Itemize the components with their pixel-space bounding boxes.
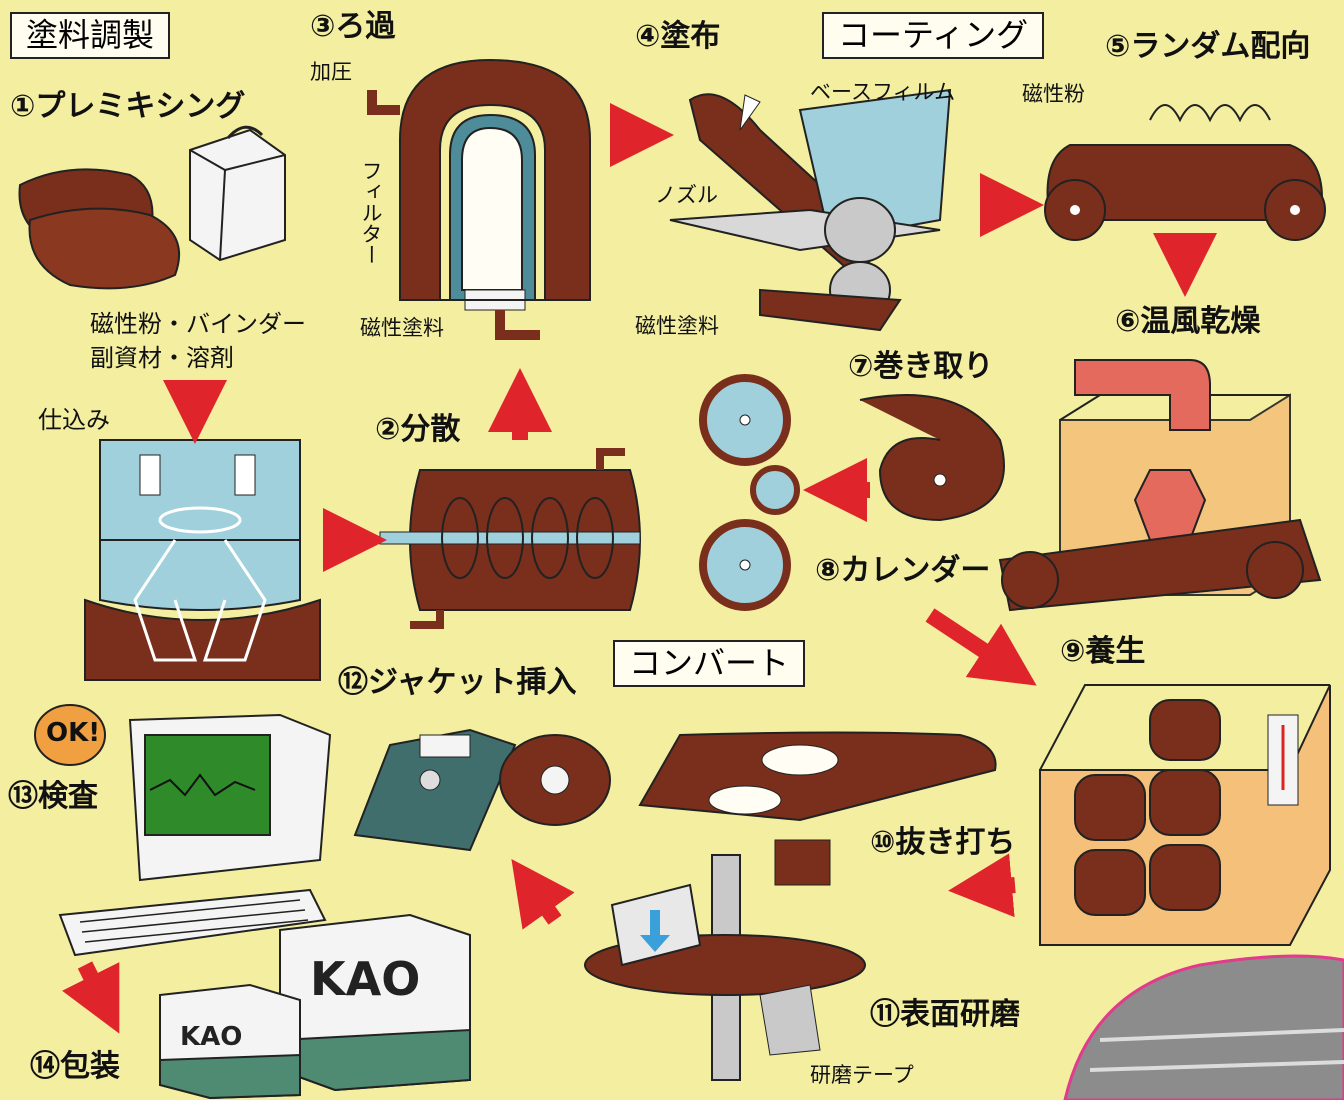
step-8-label: ⑧カレンダー: [815, 553, 991, 588]
magnetic-powder-label: 磁性粉: [1022, 82, 1085, 106]
step-6-label: ⑥温風乾燥: [1115, 304, 1261, 339]
step-9-label: ⑨養生: [1060, 634, 1146, 669]
polishing-illustration: [584, 854, 866, 1081]
step-2-label: ②分散: [375, 412, 461, 447]
section-prep: 塗料調製: [10, 12, 171, 60]
flow-arrows: [62, 103, 1217, 1034]
polishing-tape-label: 研磨テープ: [810, 1063, 914, 1087]
jacket-insert-illustration: [353, 728, 611, 852]
magnetic-paint-label-1: 磁性塗料: [360, 316, 444, 340]
nozzle-label: ノズル: [655, 183, 718, 207]
brand-small: KAO: [180, 1022, 242, 1052]
packaging-illustration: KAO KAO: [159, 913, 471, 1100]
brand-large: KAO: [310, 952, 420, 1006]
step-11-label: ⑪表面研磨: [870, 997, 1020, 1032]
step-10-label: ⑩抜き打ち: [870, 825, 1016, 860]
premix-illustration: [18, 125, 286, 290]
step-1-label: ①プレミキシング: [10, 89, 246, 124]
step-5-label: ⑤ランダム配向: [1105, 29, 1311, 64]
arrow-polishing-to-jacket: [511, 858, 575, 930]
step-14-label: ⑭包装: [30, 1049, 120, 1084]
winding-calender-illustration: [699, 374, 1005, 611]
arrow-curing-to-punching: [948, 853, 1016, 918]
materials-line2: 副資材・溶剤: [90, 344, 234, 372]
arrow-calender-to-curing: [925, 608, 1037, 686]
drying-illustration: [998, 359, 1322, 612]
base-film-label: ベースフィルム: [810, 80, 956, 104]
materials-line1: 磁性粉・バインダー: [90, 310, 306, 338]
section-coating: コーティング: [822, 12, 1045, 60]
charging-label: 仕込み: [38, 406, 110, 434]
section-convert: コンバート: [613, 640, 806, 688]
step-3-label: ③ろ過: [310, 9, 396, 44]
coating-illustration: [669, 88, 952, 332]
pressure-label: 加圧: [310, 60, 352, 84]
factory-photo: [1063, 954, 1344, 1100]
ok-badge: OK!: [46, 718, 101, 748]
step-12-label: ⑫ジャケット挿入: [338, 665, 577, 700]
step-7-label: ⑦巻き取り: [848, 349, 994, 384]
step-4-label: ④塗布: [635, 19, 721, 54]
filter-label: フィルター: [359, 160, 384, 265]
disperser-illustration: [379, 448, 641, 629]
punching-illustration: [638, 731, 997, 886]
curing-illustration: [1039, 684, 1331, 946]
computer-illustration: [34, 704, 332, 957]
arrow-inspection-to-packaging: [62, 961, 120, 1034]
magnetic-paint-label-2: 磁性塗料: [635, 314, 719, 338]
filter-illustration: [367, 58, 591, 340]
orientation-illustration: [1044, 104, 1326, 241]
step-13-label: ⑬検査: [8, 779, 98, 814]
mixer-tank-illustration: [84, 439, 321, 681]
